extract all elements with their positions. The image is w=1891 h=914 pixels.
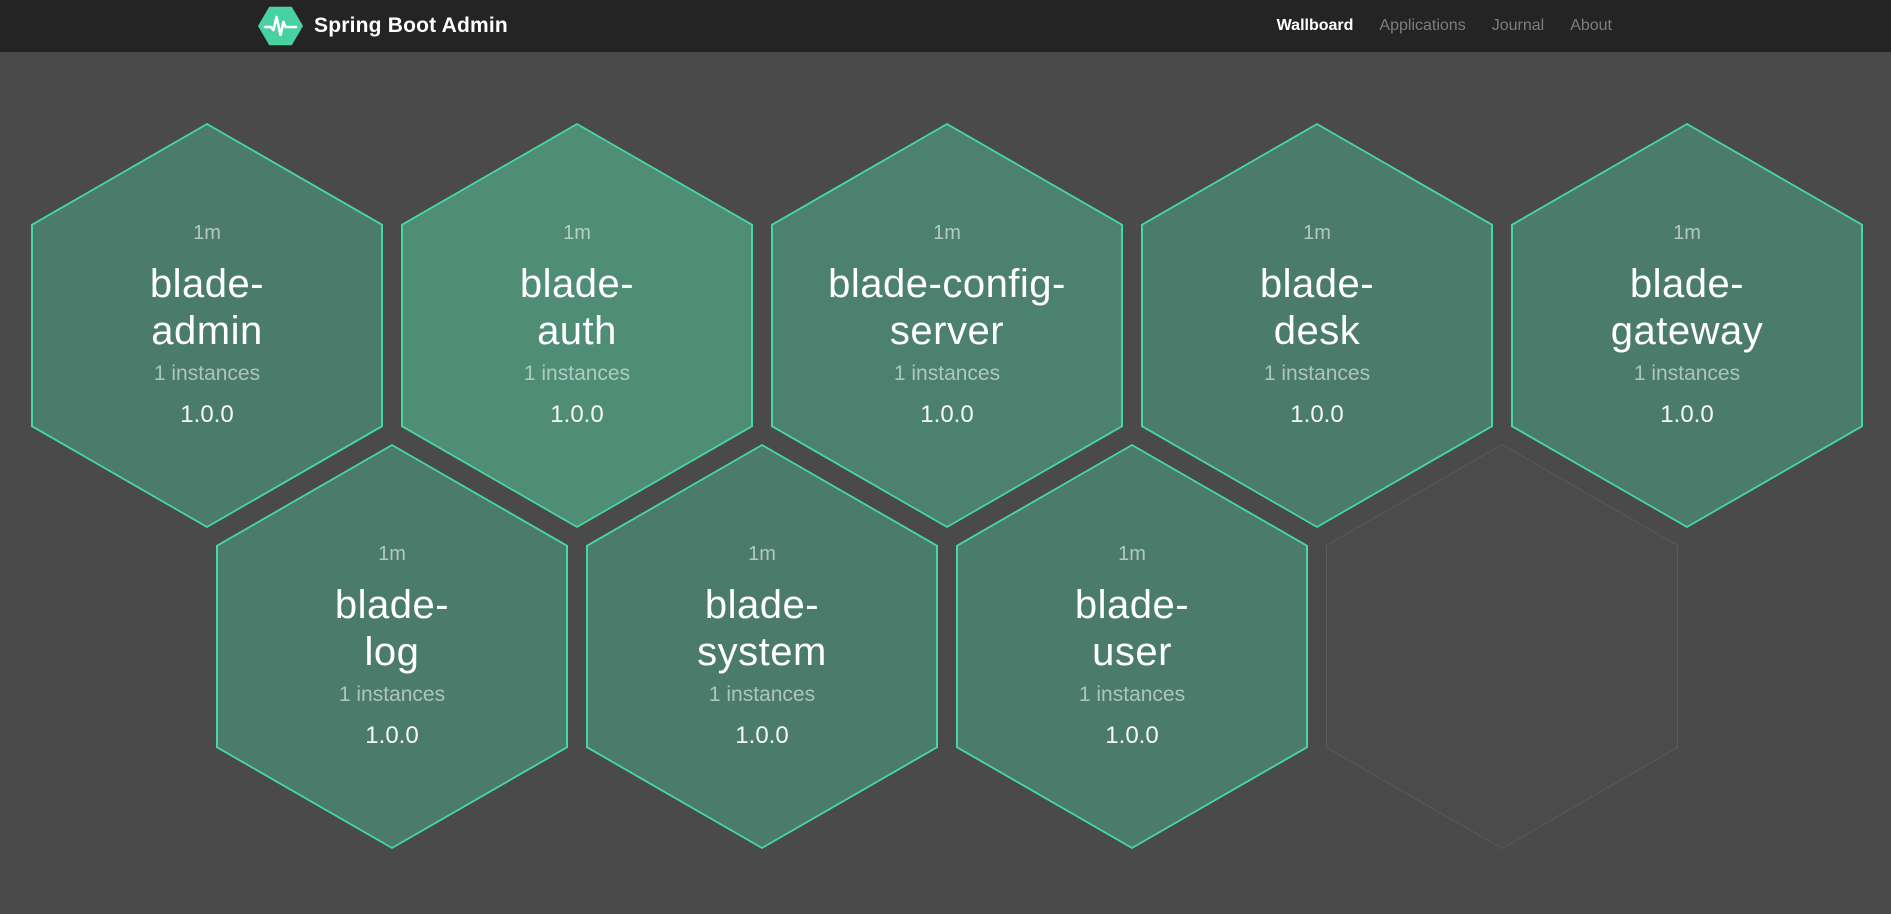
nav-wallboard[interactable]: Wallboard [1276,17,1354,34]
app-name: blade- gateway [1610,262,1764,353]
app-uptime: 1m [933,222,961,245]
app-uptime: 1m [563,222,591,245]
app-hexagon-blade-desk[interactable]: 1m blade- desk 1 instances 1.0.0 [1141,123,1493,528]
app-name: blade- admin [149,262,265,353]
app-uptime: 1m [1118,543,1146,566]
app-name: blade- log [334,583,450,674]
app-uptime: 1m [193,222,221,245]
app-hexagon-content: 1m blade- log 1 instances 1.0.0 [216,444,568,849]
app-name: blade- desk [1259,262,1375,353]
app-instance-count: 1 instances [338,682,446,706]
app-version: 1.0.0 [365,721,419,749]
app-name: blade- system [697,583,827,674]
pulse-line [263,15,298,37]
app-hexagon-blade-gateway[interactable]: 1m blade- gateway 1 instances 1.0.0 [1511,123,1863,528]
nav-applications[interactable]: Applications [1379,17,1466,34]
app-name: blade-config- server [828,262,1066,353]
app-hexagon-blade-auth[interactable]: 1m blade- auth 1 instances 1.0.0 [401,123,753,528]
app-hexagon-content: 1m blade- system 1 instances 1.0.0 [586,444,938,849]
app-uptime: 1m [748,543,776,566]
brand-link[interactable]: Spring Boot Admin [258,0,508,52]
nav-about[interactable]: About [1570,17,1612,34]
app-version: 1.0.0 [180,400,234,428]
app-title: Spring Boot Admin [314,14,508,37]
app-hexagon-blade-system[interactable]: 1m blade- system 1 instances 1.0.0 [586,444,938,849]
app-version: 1.0.0 [735,721,789,749]
app-version: 1.0.0 [1290,400,1344,428]
app-uptime: 1m [378,543,406,566]
app-hexagon-blade-user[interactable]: 1m blade- user 1 instances 1.0.0 [956,444,1308,849]
app-hexagon-content: 1m blade- gateway 1 instances 1.0.0 [1511,123,1863,528]
app-uptime: 1m [1303,222,1331,245]
nav-journal[interactable]: Journal [1491,17,1545,34]
pulse-hexagon-icon [258,6,303,46]
app-version: 1.0.0 [1105,721,1159,749]
app-hexagon-content: 1m blade- user 1 instances 1.0.0 [956,444,1308,849]
app-instance-count: 1 instances [1078,682,1186,706]
app-hexagon-blade-config-server[interactable]: 1m blade-config- server 1 instances 1.0.… [771,123,1123,528]
empty-hexagon-fill [1327,445,1677,848]
app-instance-count: 1 instances [708,682,816,706]
app-version: 1.0.0 [550,400,604,428]
app-hexagon-content: 1m blade-config- server 1 instances 1.0.… [771,123,1123,528]
main-nav: Wallboard Applications Journal About [1264,0,1625,52]
app-name: blade- auth [519,262,635,353]
app-instance-count: 1 instances [153,361,261,385]
app-uptime: 1m [1673,222,1701,245]
app-hexagon-content: 1m blade- admin 1 instances 1.0.0 [31,123,383,528]
app-hexagon-blade-admin[interactable]: 1m blade- admin 1 instances 1.0.0 [31,123,383,528]
app-hexagon-blade-log[interactable]: 1m blade- log 1 instances 1.0.0 [216,444,568,849]
app-instance-count: 1 instances [893,361,1001,385]
wallboard: 1m blade- admin 1 instances 1.0.0 1m bla… [0,52,1891,914]
empty-hexagon-placeholder [1326,444,1678,849]
app-hexagon-content: 1m blade- auth 1 instances 1.0.0 [401,123,753,528]
app-hexagon-content: 1m blade- desk 1 instances 1.0.0 [1141,123,1493,528]
app-version: 1.0.0 [920,400,974,428]
app-version: 1.0.0 [1660,400,1714,428]
app-name: blade- user [1074,583,1190,674]
app-instance-count: 1 instances [1263,361,1371,385]
top-navbar: Spring Boot Admin Wallboard Applications… [0,0,1891,52]
app-instance-count: 1 instances [1633,361,1741,385]
app-instance-count: 1 instances [523,361,631,385]
